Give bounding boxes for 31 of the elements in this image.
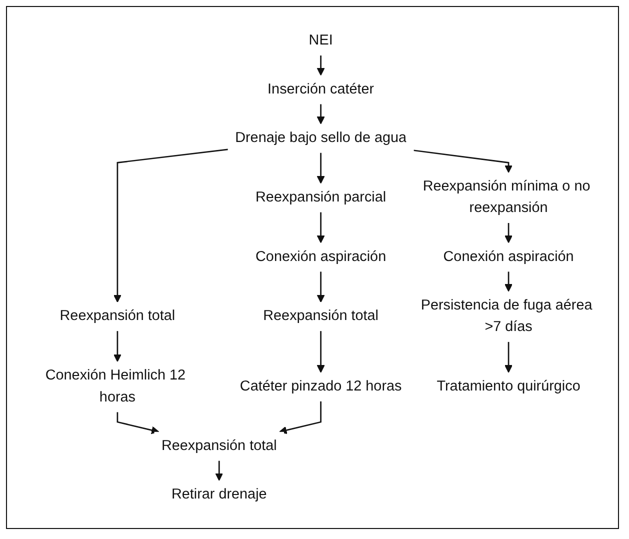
node-text: Drenaje bajo sello de agua bbox=[234, 130, 406, 146]
node-text: Reexpansión total bbox=[160, 438, 276, 453]
node-text: Conexión Heimlich 12 horas bbox=[44, 367, 186, 404]
node-text: Reexpansión total bbox=[262, 308, 378, 324]
node-text: Conexión aspiración bbox=[255, 248, 386, 264]
arrow bbox=[413, 149, 512, 172]
arrow bbox=[113, 148, 228, 302]
arrow bbox=[316, 212, 324, 243]
arrow bbox=[316, 271, 324, 302]
arrow bbox=[278, 400, 321, 434]
arrow bbox=[116, 412, 159, 434]
node-text: Persistencia de fuga aérea >7 días bbox=[420, 297, 592, 334]
node-text: Catéter pinzado 12 horas bbox=[239, 378, 402, 394]
node-text: Conexión aspiración bbox=[442, 248, 574, 264]
arrow bbox=[316, 55, 324, 76]
arrow bbox=[316, 330, 324, 372]
arrow bbox=[316, 104, 324, 124]
arrow bbox=[504, 341, 512, 372]
node-text: NEI bbox=[308, 32, 332, 48]
arrow bbox=[113, 330, 121, 362]
diagram-frame: NEI Inserción catéter Drenaje bajo sello de agua Reexpansión total Reexpansión parcial Reexpansión mínima o no reexpansión Conexión Heimlich 12 horas Conexión aspiración Conexión aspiración Reexpansión total Persistencia de fuga aérea >7 días Catéter pinzado 12 horas Reexpansión total Retirar drenaje Tratamiento quirúrgico bbox=[6, 6, 619, 529]
arrow bbox=[214, 460, 223, 480]
node-text: Tratamiento quirúrgico bbox=[436, 378, 580, 394]
node-text: Reexpansión parcial bbox=[255, 189, 386, 204]
arrow bbox=[316, 152, 324, 184]
node-text: Inserción catéter bbox=[267, 81, 374, 96]
node-text: Reexpansión total bbox=[59, 308, 175, 324]
arrow bbox=[504, 271, 512, 292]
node-text: Reexpansión mínima o no reexpansión bbox=[422, 178, 590, 216]
arrow bbox=[504, 222, 512, 243]
node-text: Retirar drenaje bbox=[170, 486, 266, 502]
